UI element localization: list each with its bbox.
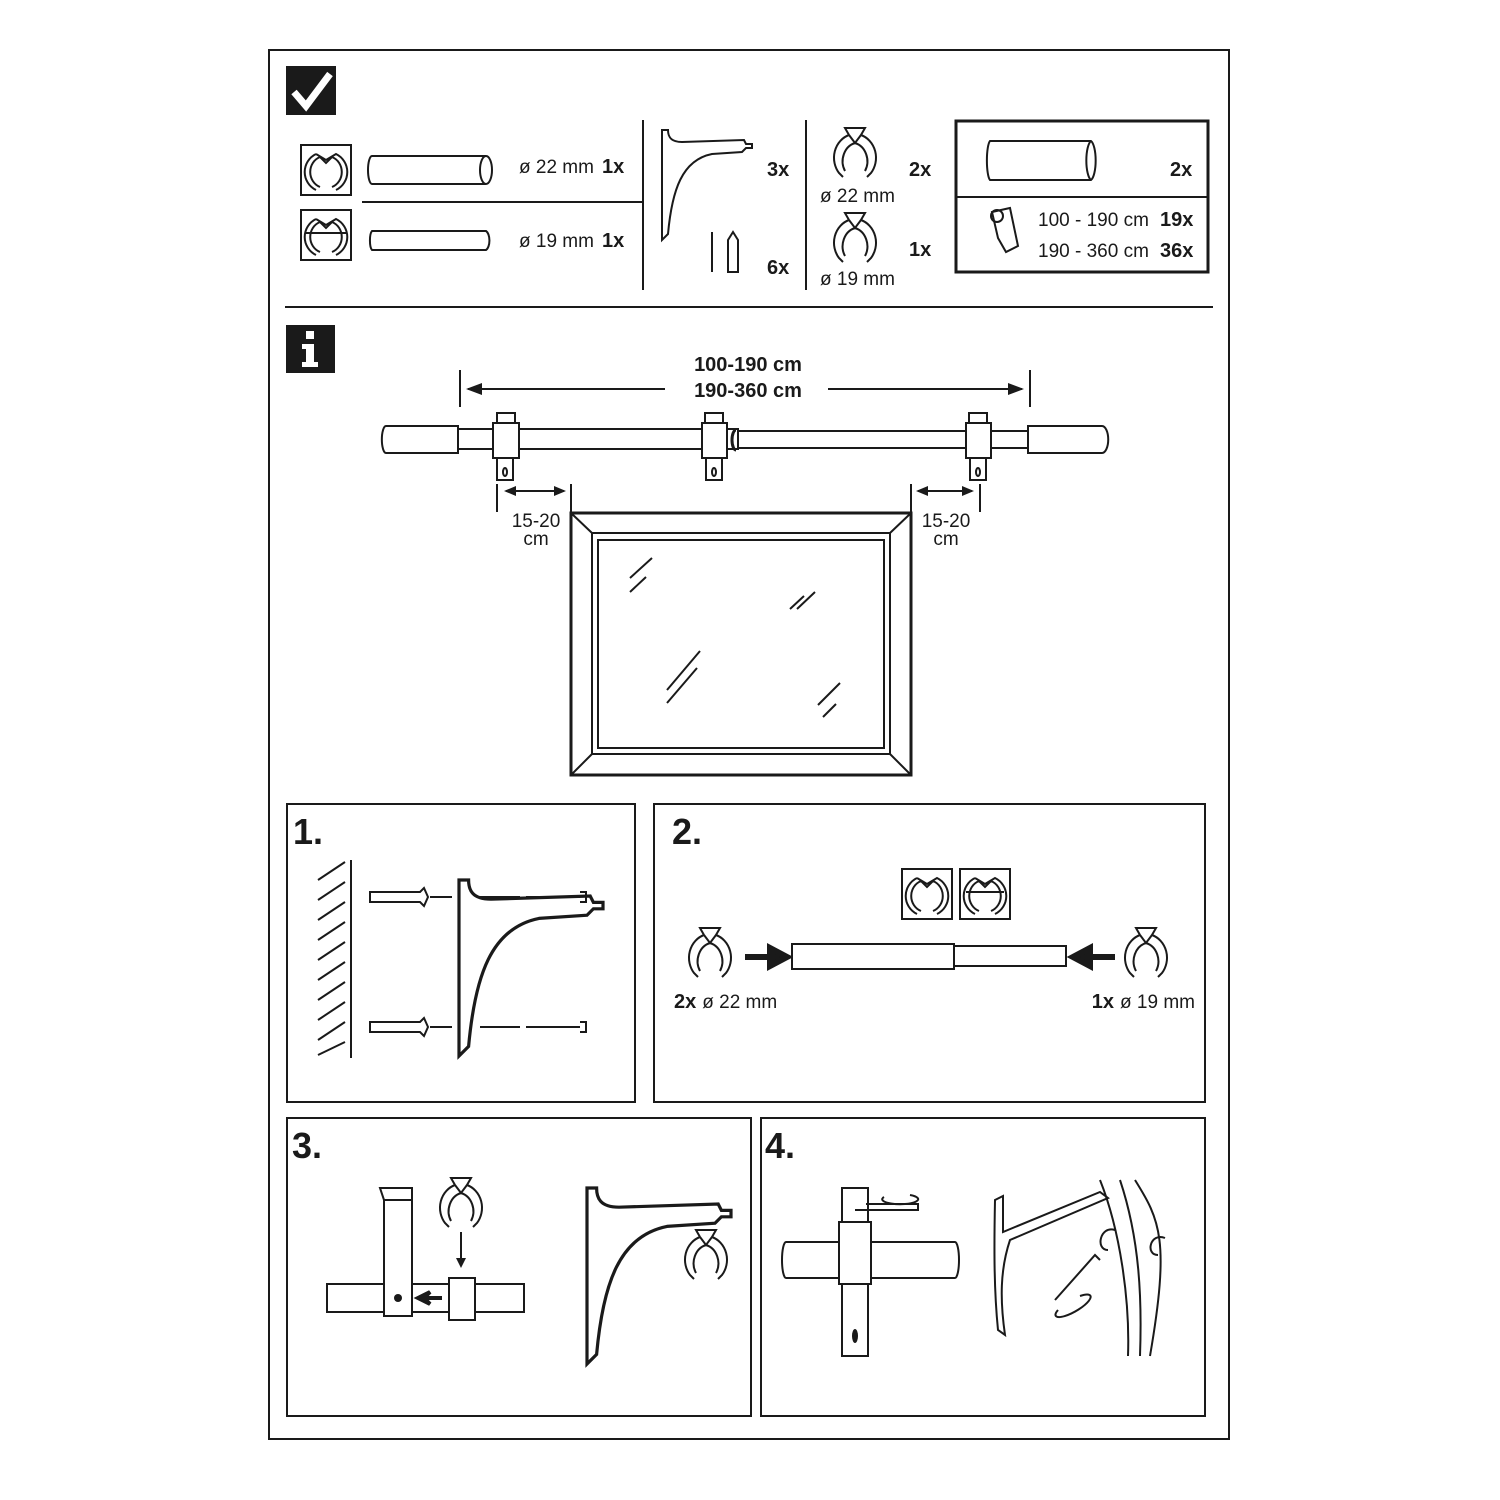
allen-key-icon	[1054, 1253, 1101, 1301]
bracket-icon	[661, 129, 753, 241]
glider-part: 100 - 190 cm 19x 190 - 360 cm 36x	[990, 206, 1193, 262]
step-4-panel: 4.	[760, 1117, 1206, 1417]
offset-left-unit: cm	[523, 529, 548, 550]
bracket-part: 3x	[661, 129, 789, 241]
wall-plug-icon	[369, 1016, 430, 1038]
bracket-icon	[457, 878, 605, 1058]
screws-part: 6x	[711, 230, 789, 279]
glider-range-1: 100 - 190 cm	[1038, 210, 1149, 231]
wall-plug-icon	[369, 886, 430, 908]
finial-qty: 2x	[1170, 159, 1192, 181]
bracket-icon	[585, 1186, 733, 1366]
step-4-label: 4.	[765, 1125, 795, 1166]
step-3-panel: 3.	[286, 1117, 752, 1417]
ring-22-part: ø 22 mm 2x	[820, 127, 931, 207]
screws-qty: 6x	[767, 257, 789, 279]
rod-19-pin-icon	[959, 868, 1011, 920]
rod-22-diameter: ø 22 mm	[519, 157, 594, 178]
length-label-1: 100-190 cm	[694, 354, 802, 376]
window-illustration	[569, 511, 913, 777]
rod-19-part: ø 19 mm 1x	[300, 209, 624, 261]
offset-right-unit: cm	[933, 529, 958, 550]
length-label-2: 190-360 cm	[694, 380, 802, 402]
step-1-panel: 1.	[286, 803, 636, 1103]
ring-19-part: ø 19 mm 1x	[820, 212, 931, 290]
rod-22-pin-icon	[901, 868, 953, 920]
page-frame	[268, 49, 1230, 1440]
screw-icon	[526, 1021, 587, 1033]
ring-icon	[438, 1177, 484, 1228]
ring-19-diameter: ø 19 mm	[820, 269, 895, 290]
step-1-label: 1.	[293, 811, 323, 852]
offset-left-value: 15-20	[512, 511, 561, 532]
rod-22-pin-icon	[300, 144, 352, 196]
rod-19-qty: 1x	[602, 230, 624, 252]
bracket-qty: 3x	[767, 159, 789, 181]
ring-22-diameter: ø 22 mm	[820, 186, 895, 207]
rotate-icon	[1054, 1293, 1092, 1319]
screw-icon	[526, 891, 587, 903]
rod-22-part: ø 22 mm 1x	[300, 144, 624, 196]
check-icon	[286, 66, 336, 115]
rotate-icon	[881, 1194, 920, 1206]
glider-qty-2: 36x	[1160, 240, 1193, 262]
glider-range-2: 190 - 360 cm	[1038, 241, 1149, 262]
glider-qty-1: 19x	[1160, 209, 1193, 231]
ring-19-qty: 1x	[909, 239, 931, 261]
rod-19-diameter: ø 19 mm	[519, 231, 594, 252]
step-3-label: 3.	[292, 1125, 322, 1166]
ring-19-icon	[1123, 927, 1169, 978]
info-icon	[286, 325, 335, 373]
rod-assembly	[380, 412, 1110, 481]
ring-19-icon	[832, 212, 878, 263]
ring-22-qty: 2x	[909, 159, 931, 181]
offset-right-value: 15-20	[922, 511, 971, 532]
step-2-label: 2.	[672, 811, 702, 852]
glider-icon	[990, 206, 1020, 254]
ring-icon	[683, 1229, 729, 1280]
rod-22-qty: 1x	[602, 156, 624, 178]
rod-19-pin-icon	[300, 209, 352, 261]
ring-22-icon	[687, 927, 733, 978]
ring-22-icon	[832, 127, 878, 178]
finial-part: 2x	[985, 140, 1192, 181]
